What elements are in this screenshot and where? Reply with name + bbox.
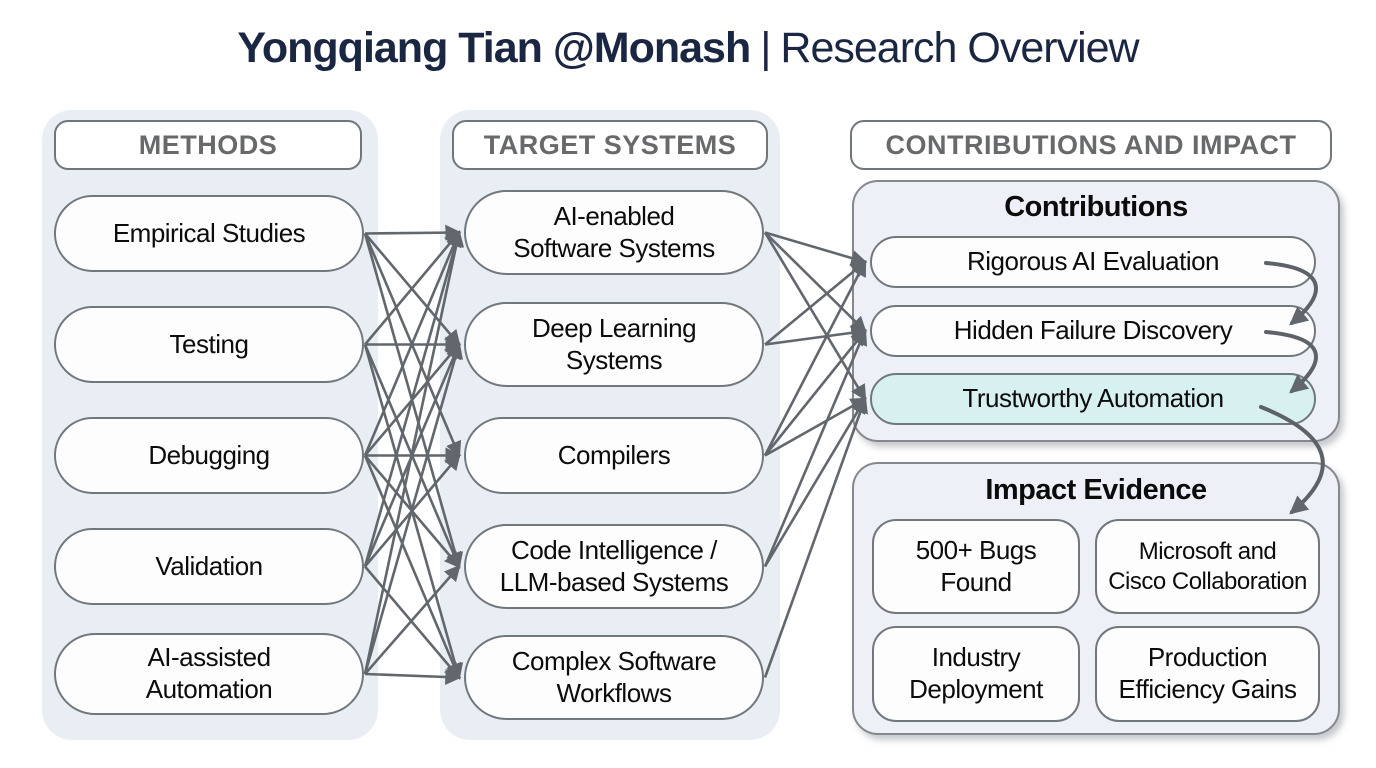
methods-column-header: METHODS [54,120,362,170]
contributions-impact-column-header: CONTRIBUTIONS AND IMPACT [850,120,1332,170]
contribution-node-trustworthy-automation: Trustworthy Automation [870,373,1316,425]
target-node-code-intelligence-llm-systems: Code Intelligence / LLM-based Systems [464,524,764,609]
impact-evidence-heading: Impact Evidence [985,474,1207,506]
method-node-validation: Validation [54,528,364,605]
title-separator: | [760,24,771,72]
impact-node-microsoft-cisco-collaboration: Microsoft and Cisco Collaboration [1095,519,1320,614]
title-author: Yongqiang Tian @Monash [237,24,751,72]
title-subtitle: Research Overview [780,24,1139,72]
impact-node-500-bugs-found: 500+ Bugs Found [872,519,1080,614]
impact-node-industry-deployment: Industry Deployment [872,626,1080,722]
method-node-testing: Testing [54,306,364,383]
target-node-ai-enabled-software-systems: AI-enabled Software Systems [464,190,764,275]
contributions-heading: Contributions [1004,191,1188,223]
page-title: Yongqiang Tian @Monash|Research Overview [0,24,1376,73]
method-node-ai-assisted-automation: AI-assisted Automation [54,633,364,715]
method-node-empirical-studies: Empirical Studies [54,195,364,272]
contribution-node-hidden-failure-discovery: Hidden Failure Discovery [870,305,1316,357]
method-node-debugging: Debugging [54,417,364,494]
target-systems-column-header: TARGET SYSTEMS [452,120,768,170]
target-node-compilers: Compilers [464,417,764,494]
target-node-deep-learning-systems: Deep Learning Systems [464,302,764,387]
contribution-node-rigorous-ai-evaluation: Rigorous AI Evaluation [870,236,1316,288]
target-node-complex-software-workflows: Complex Software Workflows [464,635,764,720]
impact-node-production-efficiency-gains: Production Efficiency Gains [1095,626,1320,722]
